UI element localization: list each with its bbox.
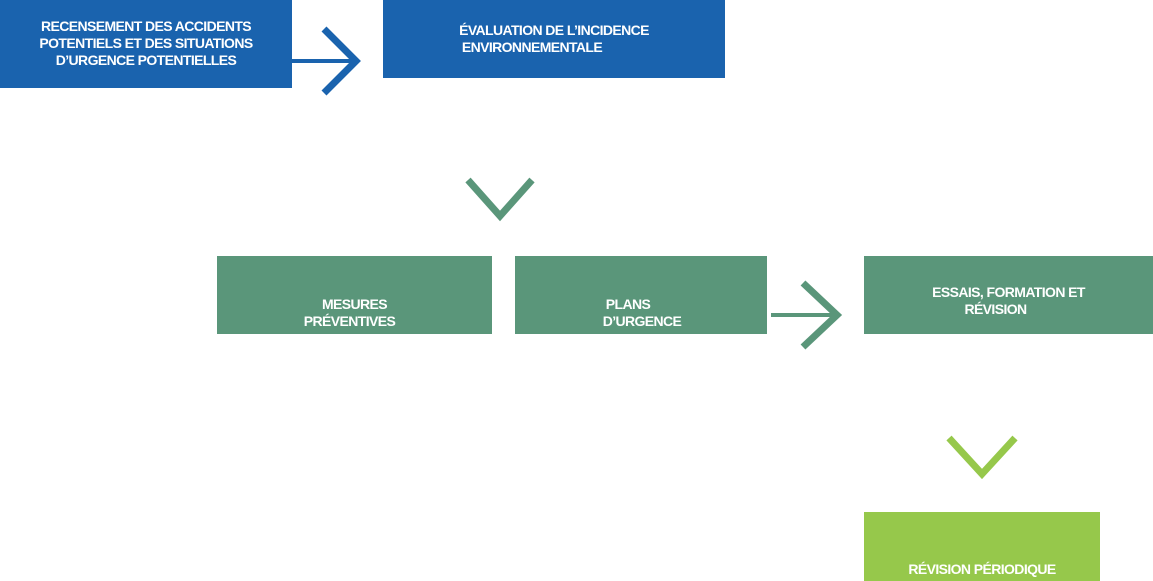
box-evaluation: ÉVALUATION DE L’INCIDENCE ENVIRONNEMENTA… [383,0,725,78]
arrow-down-icon [946,406,1018,480]
box-recensement-line-3: D’URGENCE POTENTIELLES [55,51,237,68]
box-revision-periodique: RÉVISION PÉRIODIQUE [864,512,1100,581]
box-mesures-line-2: PRÉVENTIVES [303,313,396,329]
box-essais-line-2: RÉVISION [964,301,1027,317]
box-plans-line-1: PLANS [605,296,651,312]
box-evaluation-line-2: ENVIRONNEMENTALE [461,39,603,55]
box-recensement: RECENSEMENT DES ACCIDENTS POTENTIELS ET … [0,0,292,88]
box-revision-line-1: RÉVISION PÉRIODIQUE [908,561,1056,577]
box-recensement-line-2: POTENTIELS ET DES SITUATIONS [39,34,253,51]
box-mesures-line-1: MESURES [321,296,388,312]
box-essais: ESSAIS, FORMATION ET RÉVISION [864,256,1153,334]
arrow-down-icon [465,150,535,222]
box-plans: PLANS D’URGENCE [515,256,767,334]
box-essais-line-1: ESSAIS, FORMATION ET [932,284,1085,300]
arrow-right-icon [771,280,843,350]
box-evaluation-line-1: ÉVALUATION DE L’INCIDENCE [459,22,649,38]
arrow-right-icon [292,26,361,96]
box-mesures: MESURES PRÉVENTIVES [217,256,492,334]
box-recensement-line-1: RECENSEMENT DES ACCIDENTS [40,17,252,34]
box-plans-line-2: D’URGENCE [602,313,682,329]
